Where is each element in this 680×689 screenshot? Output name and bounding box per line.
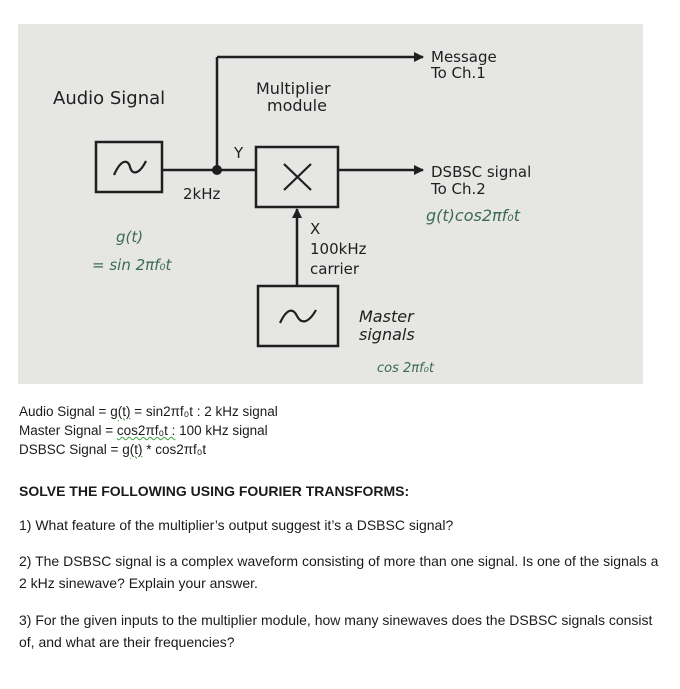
master-label-1: Master: [359, 307, 415, 326]
definition-text: cos2πf₀t :: [116, 423, 176, 438]
definition-text: Master Signal =: [19, 423, 117, 438]
audio-signal-definition: Audio Signal = g(t) = sin2πf₀t : 2 kHz s…: [19, 402, 278, 421]
y-input-label: Y: [233, 144, 244, 162]
handwritten-gt: g(t): [116, 228, 143, 246]
definition-text: Audio Signal =: [19, 404, 111, 419]
definition-text: * cos2πf₀t: [142, 442, 207, 457]
carrier-label-2: carrier: [310, 260, 360, 278]
master-signal-definition: Master Signal = cos2πf₀t : 100 kHz signa…: [19, 421, 268, 440]
sine-icon: [112, 160, 147, 176]
block-diagram: Audio Signal Multiplier module Y X 2kHz …: [53, 48, 531, 376]
multiplier-label-1: Multiplier: [256, 79, 331, 98]
question-2: 2) The DSBSC signal is a complex wavefor…: [19, 553, 659, 591]
handwritten-gcos: g(t)cos2πf₀t: [426, 206, 521, 225]
dsbsc-signal-definition: DSBSC Signal = g(t) * cos2πf₀t: [19, 440, 206, 459]
two-khz-label: 2kHz: [183, 185, 221, 203]
multiplier-label-2: module: [267, 96, 327, 115]
definition-text: g(t): [122, 442, 143, 457]
definition-text: = sin2πf₀t : 2 kHz signal: [130, 404, 278, 419]
definition-text: 100 kHz signal: [175, 423, 268, 438]
dsbsc-label-2: To Ch.2: [430, 180, 486, 198]
message-label-2: To Ch.1: [430, 64, 486, 82]
definition-text: g(t): [110, 404, 131, 419]
multiplier-box: [254, 145, 340, 209]
multiply-icon-b: [283, 163, 312, 191]
carrier-label-1: 100kHz: [310, 240, 367, 258]
master-oscillator-box: [256, 284, 340, 348]
x-input-label: X: [310, 220, 320, 238]
diagram-photo: Audio Signal Multiplier module Y X 2kHz …: [18, 24, 643, 384]
sine-icon: [279, 309, 317, 324]
handwritten-sin: = sin 2πf₀t: [92, 256, 172, 274]
instructions-heading: SOLVE THE FOLLOWING USING FOURIER TRANSF…: [19, 483, 410, 499]
handwritten-cos: cos 2πf₀t: [377, 361, 435, 376]
question-3: 3) For the given inputs to the multiplie…: [19, 612, 653, 650]
question-1: 1) What feature of the multiplier’s outp…: [19, 517, 454, 533]
audio-oscillator-box: [94, 140, 164, 194]
master-label-2: signals: [359, 325, 415, 344]
message-label-1: Message: [431, 48, 497, 66]
dsbsc-label-1: DSBSC signal: [431, 163, 531, 181]
definition-text: DSBSC Signal =: [19, 442, 123, 457]
audio-signal-label: Audio Signal: [53, 88, 165, 109]
